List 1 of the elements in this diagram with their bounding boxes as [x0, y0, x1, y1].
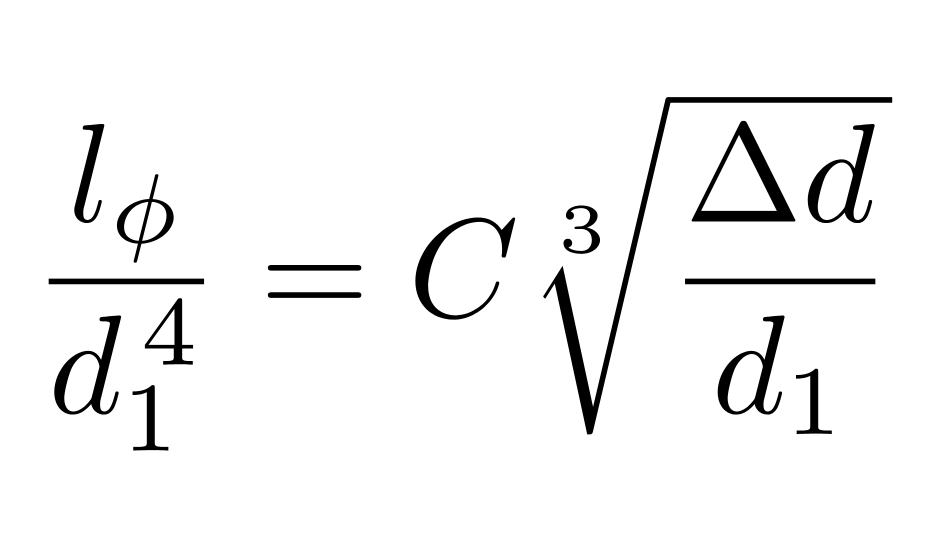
- formula: $\frac{l_{\phi}}{d_1^{\,4}} = C\sqrt[3]{\frac{\Delta d}{d_1}}$: [48, 97, 892, 450]
